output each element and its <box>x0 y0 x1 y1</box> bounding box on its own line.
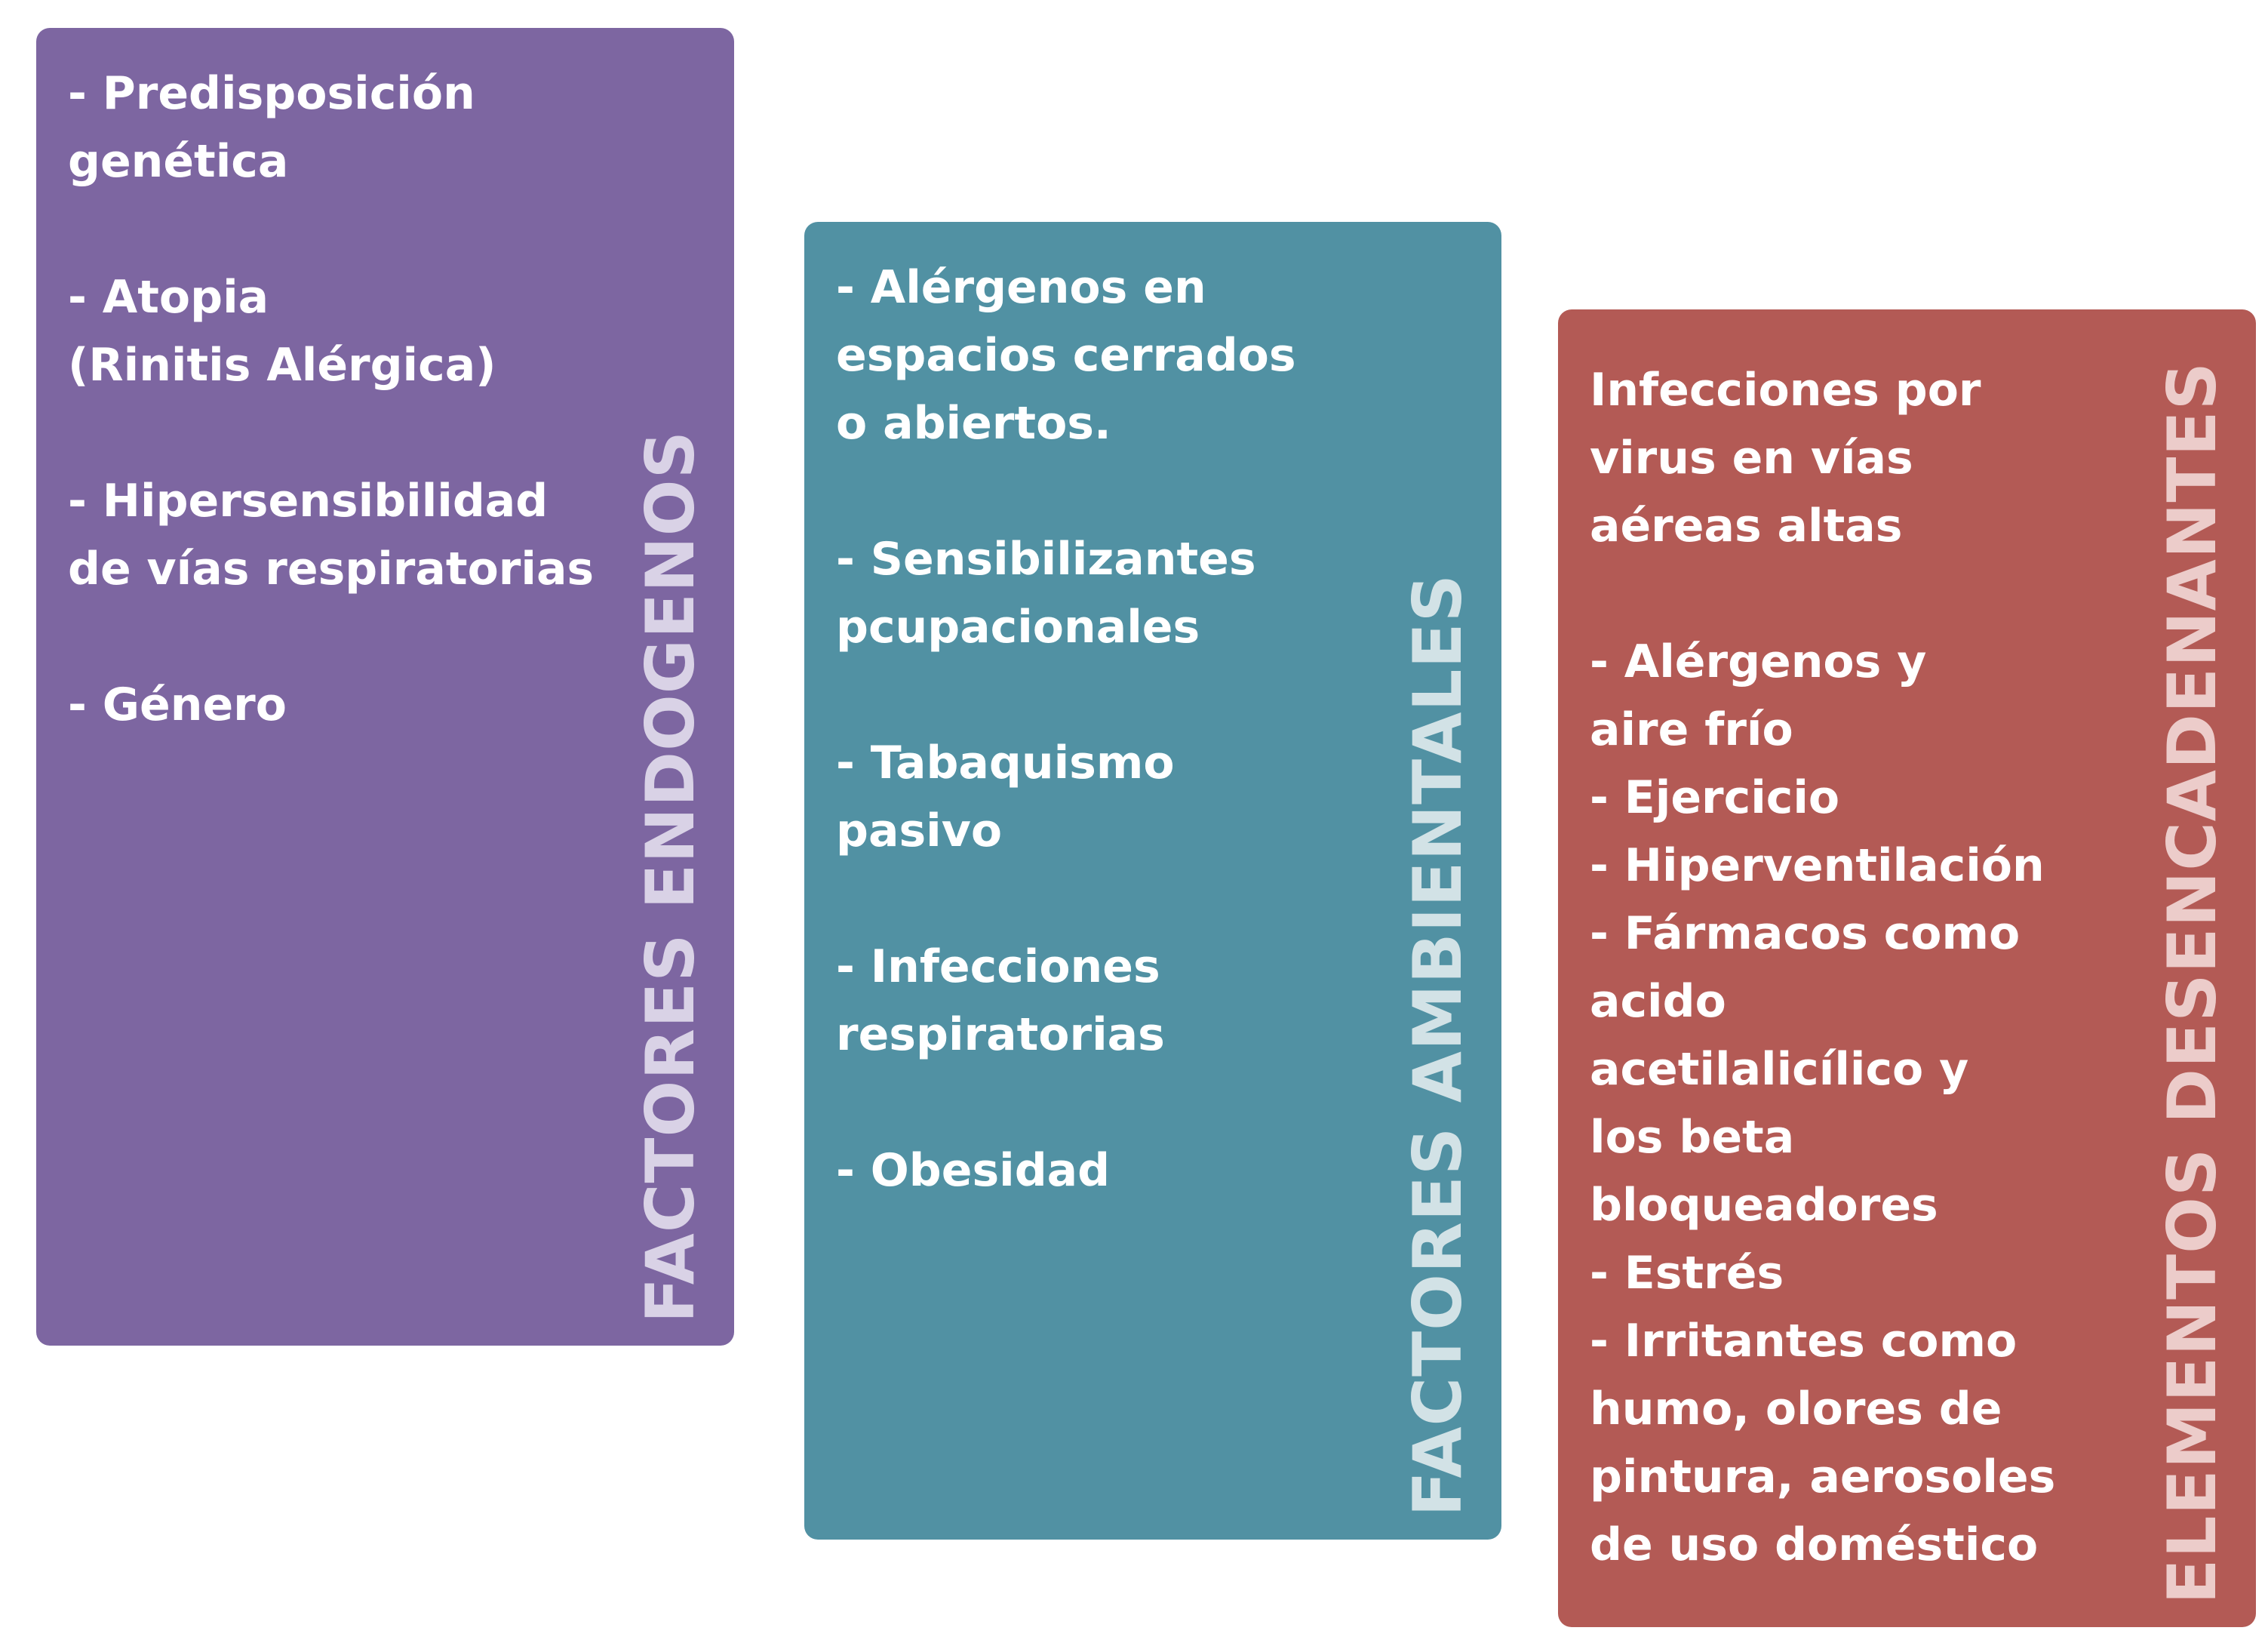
card-ambientales-title: FACTORES AMBIENTALES <box>1399 574 1477 1517</box>
card-desencadenantes-text: Infecciones por virus en vías aéreas alt… <box>1590 364 2056 1571</box>
card-ambientales-text: - Alérgenos en espacios cerrados o abier… <box>836 261 1296 1197</box>
card-desencadenantes-title: ELEMENTOS DESENCADENANTES <box>2153 362 2231 1604</box>
card-endogenos-title: FACTORES ENDOGENOS <box>632 429 709 1323</box>
card-endogenos-text: - Predisposición genética - Atopia (Rini… <box>68 67 595 731</box>
card-elementos-desencadenantes: Infecciones por virus en vías aéreas alt… <box>1558 309 2256 1627</box>
card-factores-endogenos: - Predisposición genética - Atopia (Rini… <box>36 28 734 1346</box>
card-factores-ambientales: - Alérgenos en espacios cerrados o abier… <box>804 222 1501 1540</box>
